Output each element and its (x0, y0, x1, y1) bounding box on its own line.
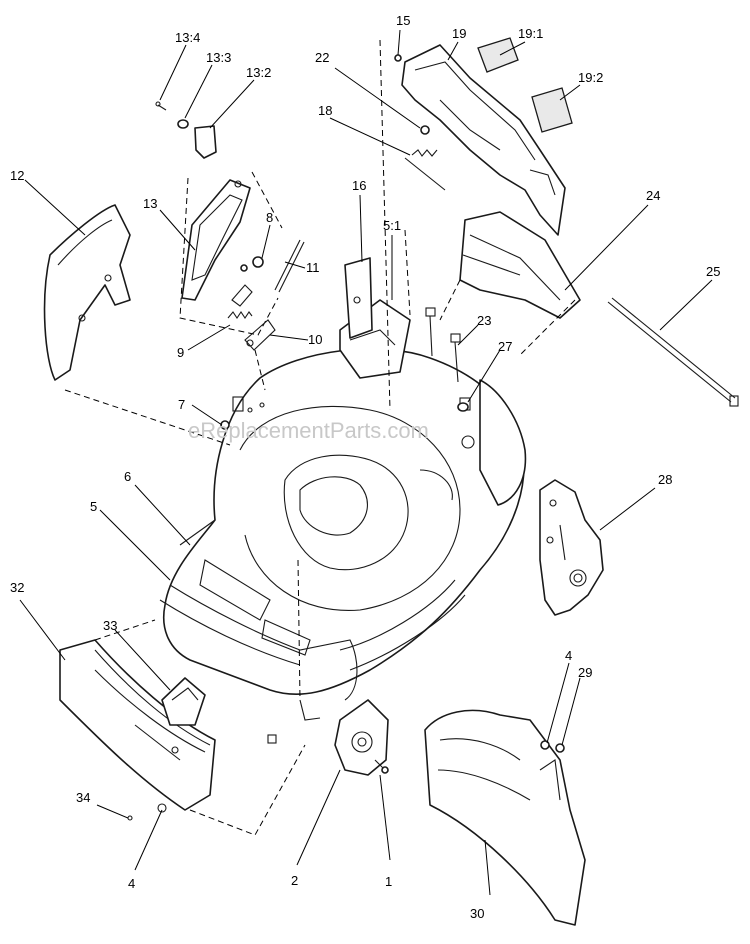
callout-19-1: 19:1 (518, 26, 543, 41)
callout-22: 22 (315, 50, 329, 65)
bracket-33 (127, 677, 206, 821)
callout-19: 19 (452, 26, 466, 41)
height-adjuster-13 (155, 101, 305, 430)
callout-27: 27 (498, 339, 512, 354)
bolts-23-27 (425, 307, 469, 412)
callout-18: 18 (318, 103, 332, 118)
callout-13-3: 13:3 (206, 50, 231, 65)
callout-25: 25 (706, 264, 720, 279)
side-skirt-30 (424, 709, 586, 926)
grass-bag-frame-24 (459, 211, 581, 319)
callout-33: 33 (103, 618, 117, 633)
callout-24: 24 (646, 188, 660, 203)
callout-11: 11 (306, 260, 320, 275)
side-bracket-28 (539, 479, 604, 616)
callout-4-left: 4 (128, 876, 135, 891)
callout-5: 5 (90, 499, 97, 514)
callout-13-4: 13:4 (175, 30, 200, 45)
rear-flap-12 (43, 204, 131, 381)
callout-34: 34 (76, 790, 90, 805)
deck-housing (159, 257, 527, 744)
callout-23: 23 (477, 313, 491, 328)
assembly-lines (64, 229, 576, 701)
callout-13: 13 (143, 196, 157, 211)
handle-bracket-19 (379, 37, 573, 411)
callout-9: 9 (177, 345, 184, 360)
callout-5-1: 5:1 (383, 218, 401, 233)
rod-25 (607, 297, 739, 407)
callout-13-2: 13:2 (246, 65, 271, 80)
callout-2: 2 (291, 873, 298, 888)
wheel-bracket-2 (334, 699, 389, 776)
front-flap-32 (59, 619, 306, 836)
callout-1: 1 (385, 874, 392, 889)
callouts: 13:4 13:3 13:2 15 19 19:1 19:2 22 18 16 … (10, 13, 720, 921)
callout-15: 15 (396, 13, 410, 28)
watermark-text: eReplacementParts.com (188, 418, 429, 443)
callout-28: 28 (658, 472, 672, 487)
callout-6: 6 (124, 469, 131, 484)
callout-8: 8 (266, 210, 273, 225)
callout-32: 32 (10, 580, 24, 595)
callout-4-right: 4 (565, 648, 572, 663)
callout-29: 29 (578, 665, 592, 680)
callout-7: 7 (178, 397, 185, 412)
callout-30: 30 (470, 906, 484, 921)
callout-12: 12 (10, 168, 24, 183)
leader-lines (19, 29, 713, 896)
callout-16: 16 (352, 178, 366, 193)
callout-19-2: 19:2 (578, 70, 603, 85)
callout-10: 10 (308, 332, 322, 347)
